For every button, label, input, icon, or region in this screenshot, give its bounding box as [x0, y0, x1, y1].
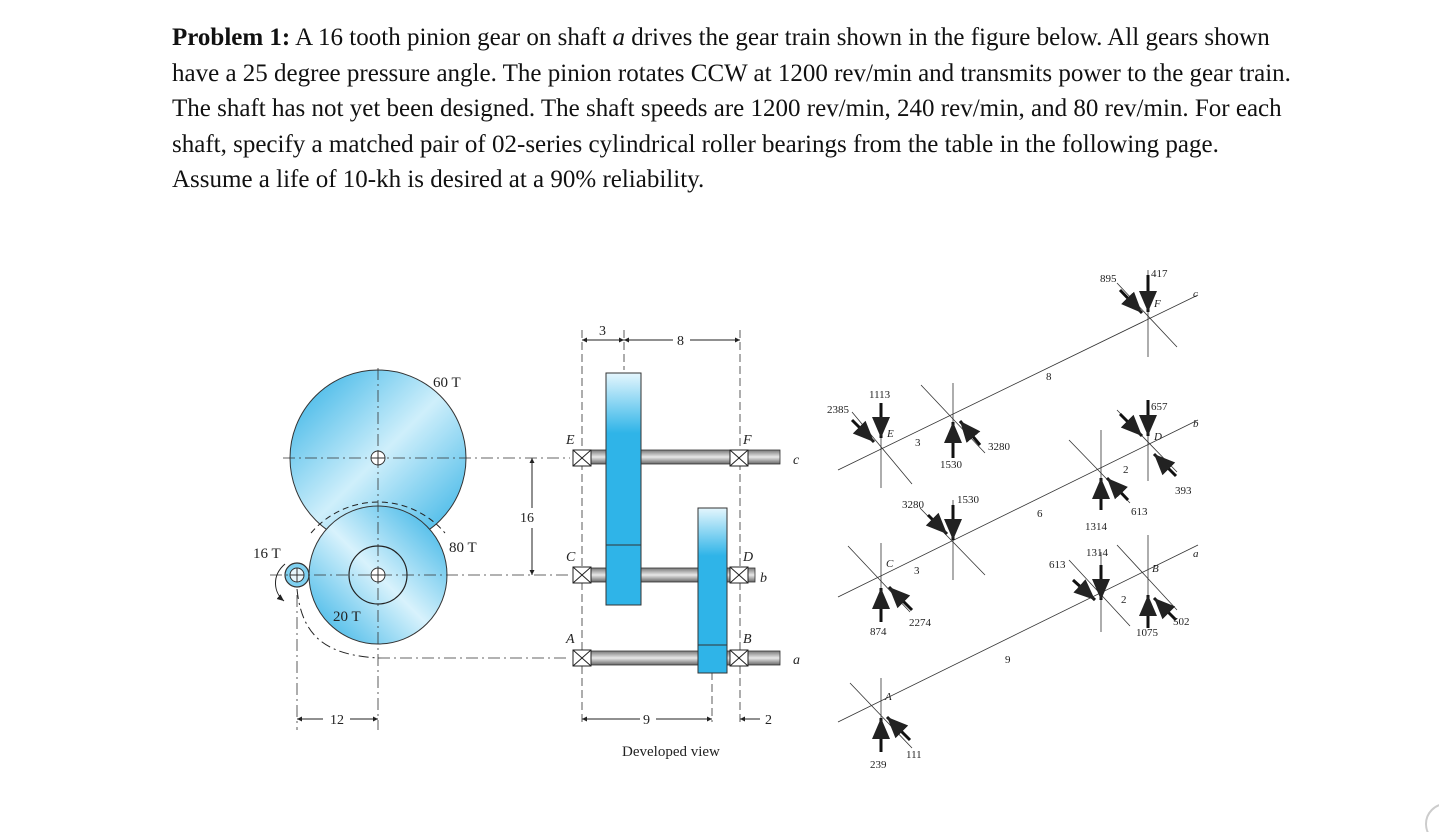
fbd-a-9: 9 — [1005, 654, 1011, 666]
fbd-a-2: 2 — [1121, 594, 1127, 606]
fbd-b-C: C — [886, 558, 894, 570]
fbd-a-613: 613 — [1049, 559, 1066, 571]
fbd-a-1314: 1314 — [1086, 547, 1109, 559]
fbd-c-c: c — [1193, 288, 1198, 300]
bearing-E — [572, 449, 592, 467]
fbd-c-3280: 3280 — [988, 441, 1011, 453]
label-60t: 60 T — [433, 375, 461, 391]
fbd-a-a: a — [1193, 548, 1199, 560]
fbd-c-1530: 1530 — [940, 459, 963, 471]
corner-ring-icon — [1425, 804, 1439, 832]
label-B: B — [743, 632, 752, 647]
label-C: C — [566, 550, 576, 565]
label-dim-12: 12 — [330, 713, 344, 728]
gear-60t-side — [605, 372, 642, 546]
fbd-c-1113: 1113 — [869, 389, 891, 401]
dim-8: 8 — [677, 334, 684, 349]
shaft-b — [574, 567, 756, 583]
fbd-a-111: 111 — [906, 749, 922, 761]
fbd-b-3280: 3280 — [902, 499, 925, 511]
dim-2: 2 — [765, 713, 772, 728]
fbd-b-6: 6 — [1037, 508, 1043, 520]
fbd-shaft-a-axis — [837, 544, 1199, 723]
fbd-c-417: 417 — [1151, 268, 1168, 280]
fbd-labels: 2385 1113 E 3 1530 3280 8 895 417 F c 32… — [827, 268, 1199, 771]
fbd-shaft-b-axis — [837, 419, 1199, 598]
dim-3: 3 — [599, 324, 606, 339]
bearing-C — [572, 566, 592, 584]
fbd-b-657: 657 — [1151, 401, 1168, 413]
label-A: A — [565, 632, 575, 647]
fbd-b-D: D — [1153, 431, 1162, 443]
gear-20t-side — [605, 544, 642, 606]
problem-heading: Problem 1: — [172, 24, 291, 51]
fbd-c-2385: 2385 — [827, 404, 850, 416]
fbd-a-A: A — [884, 691, 892, 703]
fbd-c-3: 3 — [915, 437, 921, 449]
fbd-b-1530: 1530 — [957, 494, 980, 506]
gear-80t-side — [697, 507, 728, 646]
problem-statement: Problem 1: A 16 tooth pinion gear on sha… — [172, 20, 1302, 198]
problem-text-2: drives the gear train shown in the figur… — [172, 24, 1291, 194]
label-D: D — [742, 550, 753, 565]
fbd-b-2: 2 — [1123, 464, 1129, 476]
label-20t: 20 T — [333, 609, 361, 625]
fbd-force-arrows — [850, 275, 1178, 752]
gear-60t-hidden-edge — [310, 501, 446, 534]
fbd-b-613: 613 — [1131, 506, 1148, 518]
fbd-c-895: 895 — [1100, 273, 1117, 285]
fbd-b-393: 393 — [1175, 485, 1192, 497]
label-dim-16: 16 — [520, 511, 534, 526]
fbd-shaft-c-axis — [837, 294, 1199, 471]
label-16t: 16 T — [253, 546, 281, 562]
problem-text-1: A 16 tooth pinion gear on shaft — [290, 24, 613, 51]
label-shaft-a: a — [793, 653, 800, 668]
bearing-F — [729, 449, 749, 467]
label-80t: 80 T — [449, 540, 477, 556]
fbd-b-2274: 2274 — [909, 617, 932, 629]
fbd-a-502: 502 — [1173, 616, 1190, 628]
label-shaft-b: b — [760, 571, 767, 586]
gear-end-view: 60 T 80 T 20 T 16 T 12 16 — [253, 368, 570, 730]
fbd-b-1314: 1314 — [1085, 521, 1108, 533]
label-F: F — [742, 433, 752, 448]
fbd-b-874: 874 — [870, 626, 887, 638]
fbd-c-E: E — [886, 428, 894, 440]
bearing-D — [729, 566, 749, 584]
dim-9: 9 — [643, 713, 650, 728]
fbd-a-1075: 1075 — [1136, 627, 1159, 639]
developed-view: 3 8 9 2 E F C D A B a b c Developed view — [565, 324, 800, 760]
gear-train-figure: 60 T 80 T 20 T 16 T 12 16 — [253, 268, 1199, 771]
fbd-b-3: 3 — [914, 565, 920, 577]
shaft-a — [574, 650, 781, 666]
bearing-B — [729, 649, 749, 667]
fbd-c-8: 8 — [1046, 371, 1052, 383]
fbd-c-F: F — [1153, 298, 1161, 310]
fbd-a-239: 239 — [870, 759, 887, 771]
developed-view-caption: Developed view — [622, 744, 720, 760]
fbd-a-B: B — [1152, 563, 1159, 575]
fbd-b-b: b — [1193, 418, 1199, 430]
bearing-A — [572, 649, 592, 667]
label-E: E — [565, 433, 575, 448]
pinion-16t-side — [697, 644, 728, 674]
label-shaft-c: c — [793, 453, 800, 468]
shaft-symbol: a — [612, 24, 625, 51]
